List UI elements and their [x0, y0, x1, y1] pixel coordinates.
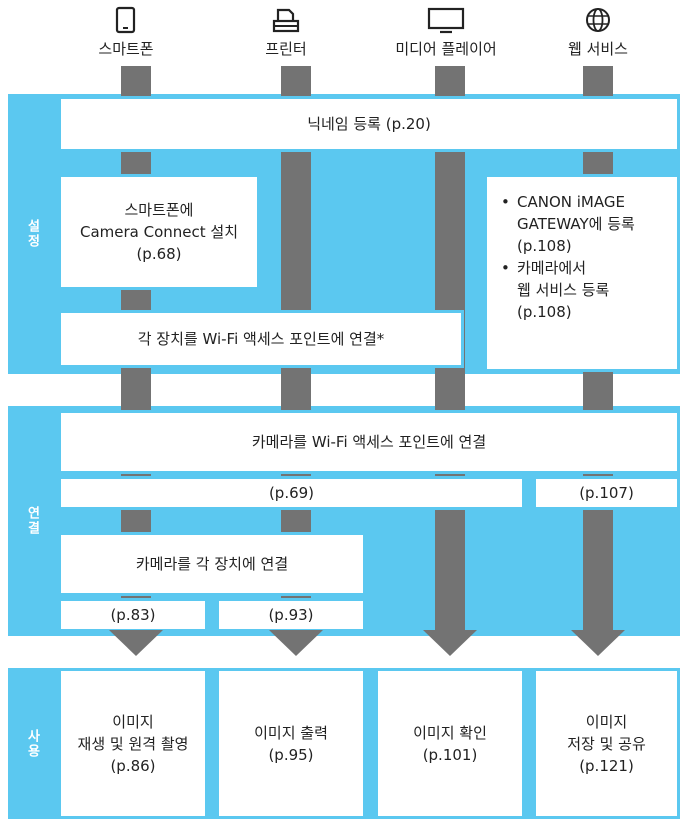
- use-media-panel: 이미지 확인 (p.101): [375, 668, 525, 819]
- ref-p107-box: (p.107): [533, 476, 680, 510]
- ref-p69: (p.69): [268, 484, 315, 502]
- use-web-line2: 저장 및 공유: [567, 734, 646, 753]
- use-printer-panel: 이미지 출력 (p.95): [216, 668, 366, 819]
- bullet1-line2: GATEWAY에 등록: [517, 215, 635, 233]
- use-printer-line1: 이미지 출력: [254, 723, 328, 742]
- arrow-media-player: [423, 630, 477, 656]
- ref-p83: (p.83): [110, 606, 156, 624]
- use-web-panel: 이미지 저장 및 공유 (p.121): [533, 668, 680, 819]
- bullet2-line3: (p.108): [517, 303, 572, 321]
- use-smartphone-line3: (p.86): [110, 756, 156, 775]
- device-label-printer: 프린터: [265, 40, 307, 58]
- bullet-item: • 카메라에서 웹 서비스 등록 (p.108): [501, 259, 610, 321]
- ref-p93: (p.93): [268, 606, 314, 624]
- camera-devices-panel: 카메라를 각 장치에 연결: [58, 532, 366, 596]
- device-label-smartphone: 스마트폰: [98, 40, 154, 58]
- web-service-setup-panel: • CANON iMAGE GATEWAY에 등록 (p.108) • 카메라에…: [484, 174, 680, 372]
- nickname-text: 닉네임 등록 (p.20): [307, 115, 431, 133]
- nickname-panel: 닉네임 등록 (p.20): [58, 96, 680, 152]
- use-web-line1: 이미지: [585, 712, 628, 731]
- device-printer: 프린터: [256, 4, 316, 64]
- section-label-setup: 설정: [24, 219, 40, 249]
- ref-p107: (p.107): [579, 484, 634, 502]
- access-point-panel: 각 장치를 Wi-Fi 액세스 포인트에 연결*: [58, 310, 464, 368]
- use-smartphone-line2: 재생 및 원격 촬영: [77, 734, 189, 753]
- monitor-icon: [427, 7, 465, 34]
- camera-connect-panel: 스마트폰에 Camera Connect 설치 (p.68): [58, 174, 260, 290]
- smartphone-icon: [115, 6, 136, 34]
- section-label-use: 사용: [24, 728, 40, 759]
- bullet2-line2: 웹 서비스 등록: [517, 281, 610, 299]
- device-label-web-service: 웹 서비스: [568, 40, 628, 58]
- use-smartphone-panel: 이미지 재생 및 원격 촬영 (p.86): [58, 668, 208, 819]
- globe-icon: [586, 8, 610, 32]
- section-label-connect: 연결: [24, 506, 40, 536]
- bullet2-line1: 카메라에서: [517, 259, 587, 277]
- bullet1-line3: (p.108): [517, 237, 572, 255]
- camera-ap-text: 카메라를 Wi-Fi 액세스 포인트에 연결: [251, 433, 487, 451]
- camera-connect-line1: 스마트폰에: [124, 201, 194, 219]
- camera-ap-panel: 카메라를 Wi-Fi 액세스 포인트에 연결: [58, 410, 680, 474]
- ref-p83-box: (p.83): [58, 598, 208, 632]
- device-web-service: 웹 서비스: [553, 4, 643, 64]
- arrow-printer: [269, 630, 323, 656]
- arrow-smartphone: [109, 630, 163, 656]
- ref-p69-box: (p.69): [58, 476, 525, 510]
- device-label-media-player: 미디어 플레이어: [395, 40, 497, 58]
- ref-p93-box: (p.93): [216, 598, 366, 632]
- camera-connect-line2: Camera Connect 설치: [79, 223, 239, 241]
- use-web-line3: (p.121): [579, 756, 634, 775]
- use-media-line1: 이미지 확인: [413, 723, 487, 742]
- device-smartphone: 스마트폰: [96, 4, 156, 64]
- camera-connect-line3: (p.68): [136, 245, 182, 263]
- use-printer-line2: (p.95): [268, 745, 314, 764]
- arrow-web-service: [571, 630, 625, 656]
- use-media-line2: (p.101): [422, 745, 478, 764]
- bullet-item: • CANON iMAGE GATEWAY에 등록 (p.108): [501, 193, 635, 255]
- bullet1-line1: CANON iMAGE: [517, 193, 625, 211]
- device-media-player: 미디어 플레이어: [376, 4, 516, 64]
- printer-icon: [272, 8, 300, 33]
- camera-devices-text: 카메라를 각 장치에 연결: [135, 555, 289, 573]
- access-point-text: 각 장치를 Wi-Fi 액세스 포인트에 연결*: [137, 330, 385, 348]
- use-smartphone-line1: 이미지: [112, 712, 154, 731]
